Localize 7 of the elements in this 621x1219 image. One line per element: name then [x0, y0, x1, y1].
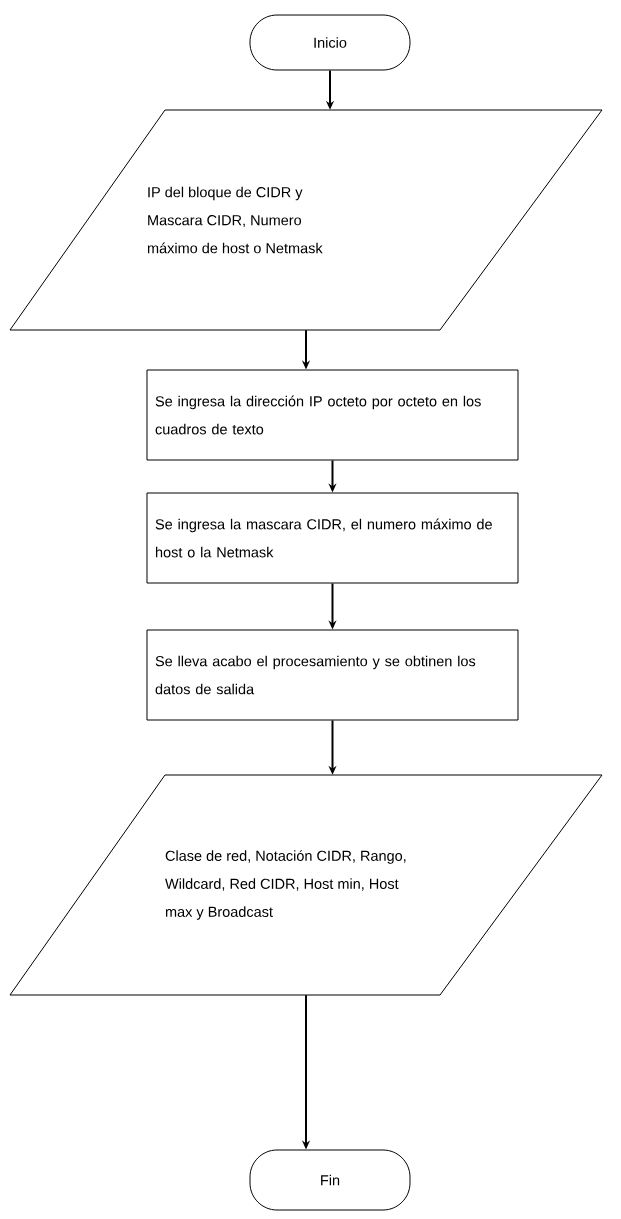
terminal-box: Fin — [249, 1149, 411, 1211]
process-box: Se lleva acabo el procesamiento y se obtinen los datos de salida — [146, 629, 519, 721]
process-box: Se ingresa la mascara CIDR, el numero máximo de host o la Netmask — [146, 492, 519, 584]
data-parallelogram: Clase de red, Notación CIDR, Rango, Wildcard, Red CIDR, Host min, Host max y Broadcast — [9, 774, 603, 996]
terminal-box: Inicio — [249, 14, 411, 71]
data-parallelogram: IP del bloque de CIDR y Mascara CIDR, Numero máximo de host o Netmask — [9, 109, 603, 331]
process-box: Se ingresa la dirección IP octeto por octeto en los cuadros de texto — [146, 369, 519, 461]
